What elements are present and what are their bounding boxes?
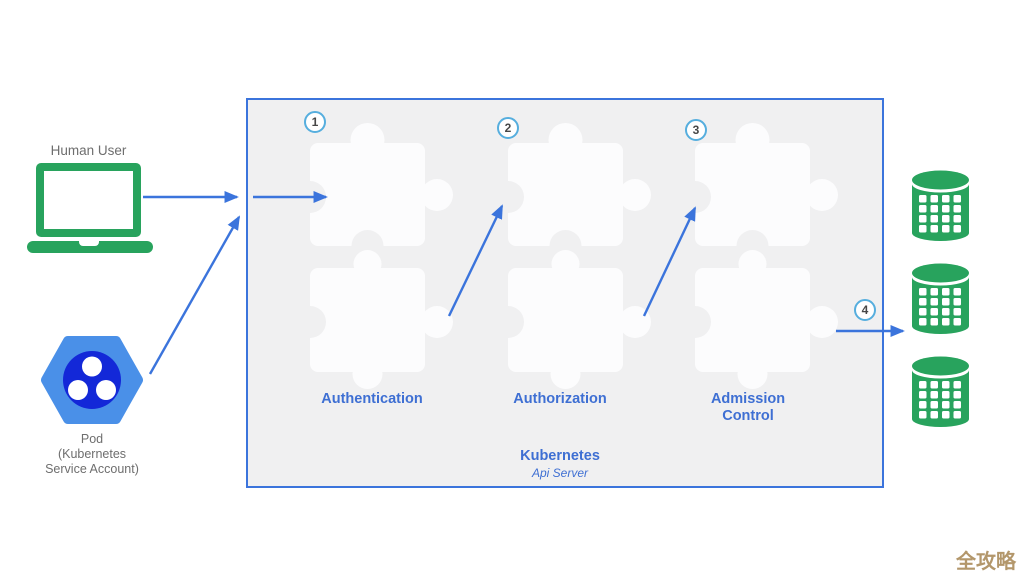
puzzle-piece-icon-authentication	[310, 123, 453, 389]
pod-label-line2: (Kubernetes	[57, 447, 127, 461]
database-cylinder-icon-3	[912, 356, 969, 427]
stage-label-admission-line2: Control	[722, 408, 774, 424]
stage-label-authorization: Authorization	[513, 391, 607, 407]
database-cylinder-icon-2	[912, 263, 969, 334]
stage-label-admission-control: Admission Control	[668, 391, 828, 425]
step-badge-1: 1	[304, 111, 326, 133]
watermark-text: 全攻略	[956, 549, 1016, 573]
step-badge-2: 2	[497, 117, 519, 139]
api-server-subtitle: Api Server	[531, 466, 589, 480]
arrow-pod-to-box	[148, 215, 241, 375]
pod-label-line3: Service Account)	[45, 462, 139, 476]
step-badge-4: 4	[854, 299, 876, 321]
puzzle-piece-icon-authorization	[508, 123, 651, 389]
human-user-label: Human User	[50, 143, 127, 158]
pod-label: Pod (Kubernetes Service Account)	[12, 432, 172, 477]
laptop-notch	[79, 241, 99, 246]
laptop-base	[27, 241, 153, 253]
stage-label-authentication: Authentication	[321, 391, 423, 407]
stage-label-admission-line1: Admission	[710, 391, 786, 407]
pod-hexagon-icon	[41, 336, 143, 424]
pod-label-line1: Pod	[80, 432, 104, 446]
laptop-screen	[36, 163, 141, 237]
database-cylinder-icon-1	[912, 170, 969, 241]
step-badge-3: 3	[685, 119, 707, 141]
puzzle-piece-icon-admission-control	[695, 123, 838, 389]
api-server-title-block: Kubernetes Api Server	[480, 448, 640, 480]
api-server-title: Kubernetes	[520, 448, 600, 464]
